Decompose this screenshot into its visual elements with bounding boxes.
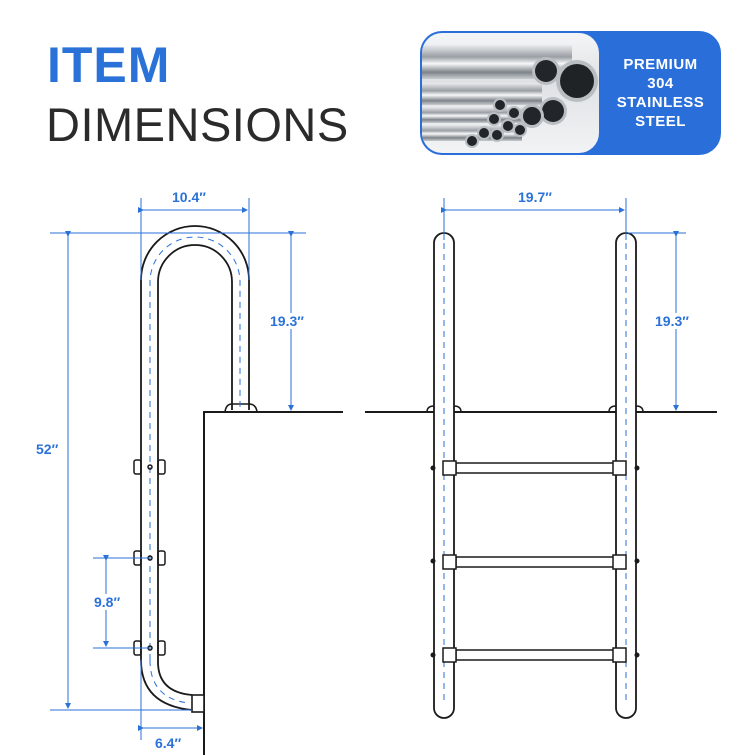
dim-above-deck-height-front: 19.3″ [653, 313, 691, 329]
material-label: PREMIUM 304 STAINLESS STEEL [600, 31, 721, 155]
dim-above-deck-height-side: 19.3″ [268, 313, 306, 329]
dim-top-width: 10.4″ [170, 189, 208, 205]
front-view [365, 198, 717, 719]
dim-total-height: 52″ [36, 441, 59, 457]
title-item: ITEM [47, 37, 171, 93]
badge-line-2: 304 [647, 75, 674, 92]
dim-front-width: 19.7″ [516, 189, 554, 205]
badge-line-4: STEEL [635, 113, 686, 130]
badge-line-1: PREMIUM [623, 56, 698, 73]
badge-line-3: STAINLESS [616, 94, 705, 111]
dim-step-spacing: 9.8″ [92, 594, 123, 610]
material-badge: PREMIUM 304 STAINLESS STEEL [420, 31, 721, 155]
dim-bottom-offset: 6.4″ [155, 735, 182, 751]
title-dimensions: DIMENSIONS [46, 98, 349, 151]
stainless-steel-pipes-photo [422, 33, 599, 153]
side-view [50, 198, 343, 755]
